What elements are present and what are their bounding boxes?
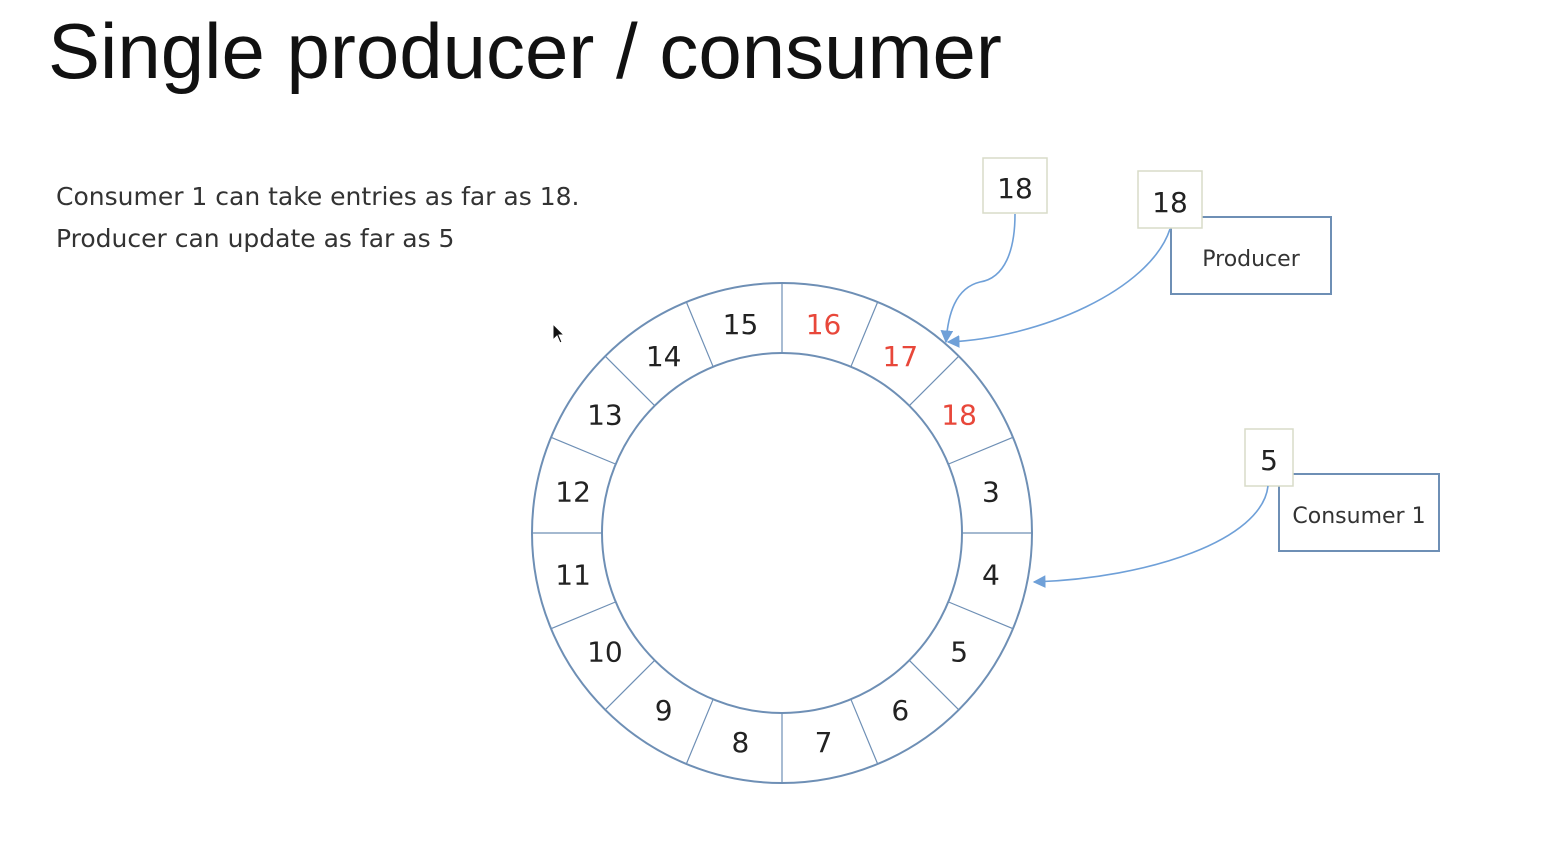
producer-arrow	[946, 228, 1171, 348]
ring-slot-label: 13	[587, 399, 623, 432]
ring-slot-divider	[685, 699, 714, 765]
consumer-box	[1278, 473, 1440, 552]
producer-box	[1170, 216, 1332, 295]
ring-inner-circle	[601, 352, 963, 714]
ring-dividers	[532, 283, 1032, 783]
ring-labels: 16 17 18 3 4 5 6 7 8 9 10 11 12 13 14 15	[555, 308, 1000, 759]
ring-slot-divider	[604, 355, 656, 407]
ring-slot-divider	[685, 301, 714, 367]
ring-slot-divider	[850, 301, 879, 367]
consumer-arrow	[1032, 485, 1269, 588]
consumer-sequence-value: 5	[1260, 444, 1278, 477]
ring-slot-label: 12	[555, 475, 591, 508]
ring-slot-divider	[550, 601, 616, 630]
ring-slot-label: 15	[723, 308, 759, 341]
producer-sequence-box	[1137, 170, 1203, 229]
ring-slot-label: 4	[982, 559, 1000, 592]
ring-slot-label: 16	[806, 308, 842, 341]
description-line-2: Producer can update as far as 5	[56, 224, 455, 253]
ring-slot-label: 11	[555, 559, 591, 592]
slide-title: Single producer / consumer	[48, 7, 1002, 95]
ring-slot-divider	[908, 355, 960, 407]
ring-slot-divider	[948, 436, 1014, 465]
free-sequence-arrow	[940, 213, 1016, 344]
mouse-pointer-icon	[552, 323, 566, 344]
ring-slot-label: 17	[883, 340, 919, 373]
ring-slot-divider	[850, 699, 879, 765]
consumer-label: Consumer 1	[1292, 504, 1425, 529]
ring-slot-label: 5	[950, 635, 968, 668]
ring-slot-label: 6	[891, 694, 909, 727]
ring-slot-label: 9	[655, 694, 673, 727]
consumer-sequence-box	[1244, 428, 1294, 487]
ring-slot-divider	[604, 659, 656, 711]
free-sequence-box	[982, 157, 1048, 214]
ring-slot-divider	[948, 601, 1014, 630]
ring-slot-label: 18	[941, 399, 977, 432]
ring-slot-divider	[550, 436, 616, 465]
description-line-1: Consumer 1 can take entries as far as 18…	[56, 182, 580, 211]
ring-slot-label: 10	[587, 635, 623, 668]
free-sequence-value: 18	[997, 172, 1033, 205]
producer-sequence-value: 18	[1152, 186, 1188, 219]
ring-slot-label: 3	[982, 475, 1000, 508]
producer-label: Producer	[1202, 247, 1300, 272]
ring-slot-divider	[908, 659, 960, 711]
ring-slot-label: 14	[646, 340, 682, 373]
ring-slot-label: 8	[732, 726, 750, 759]
ring-slot-label: 7	[815, 726, 833, 759]
